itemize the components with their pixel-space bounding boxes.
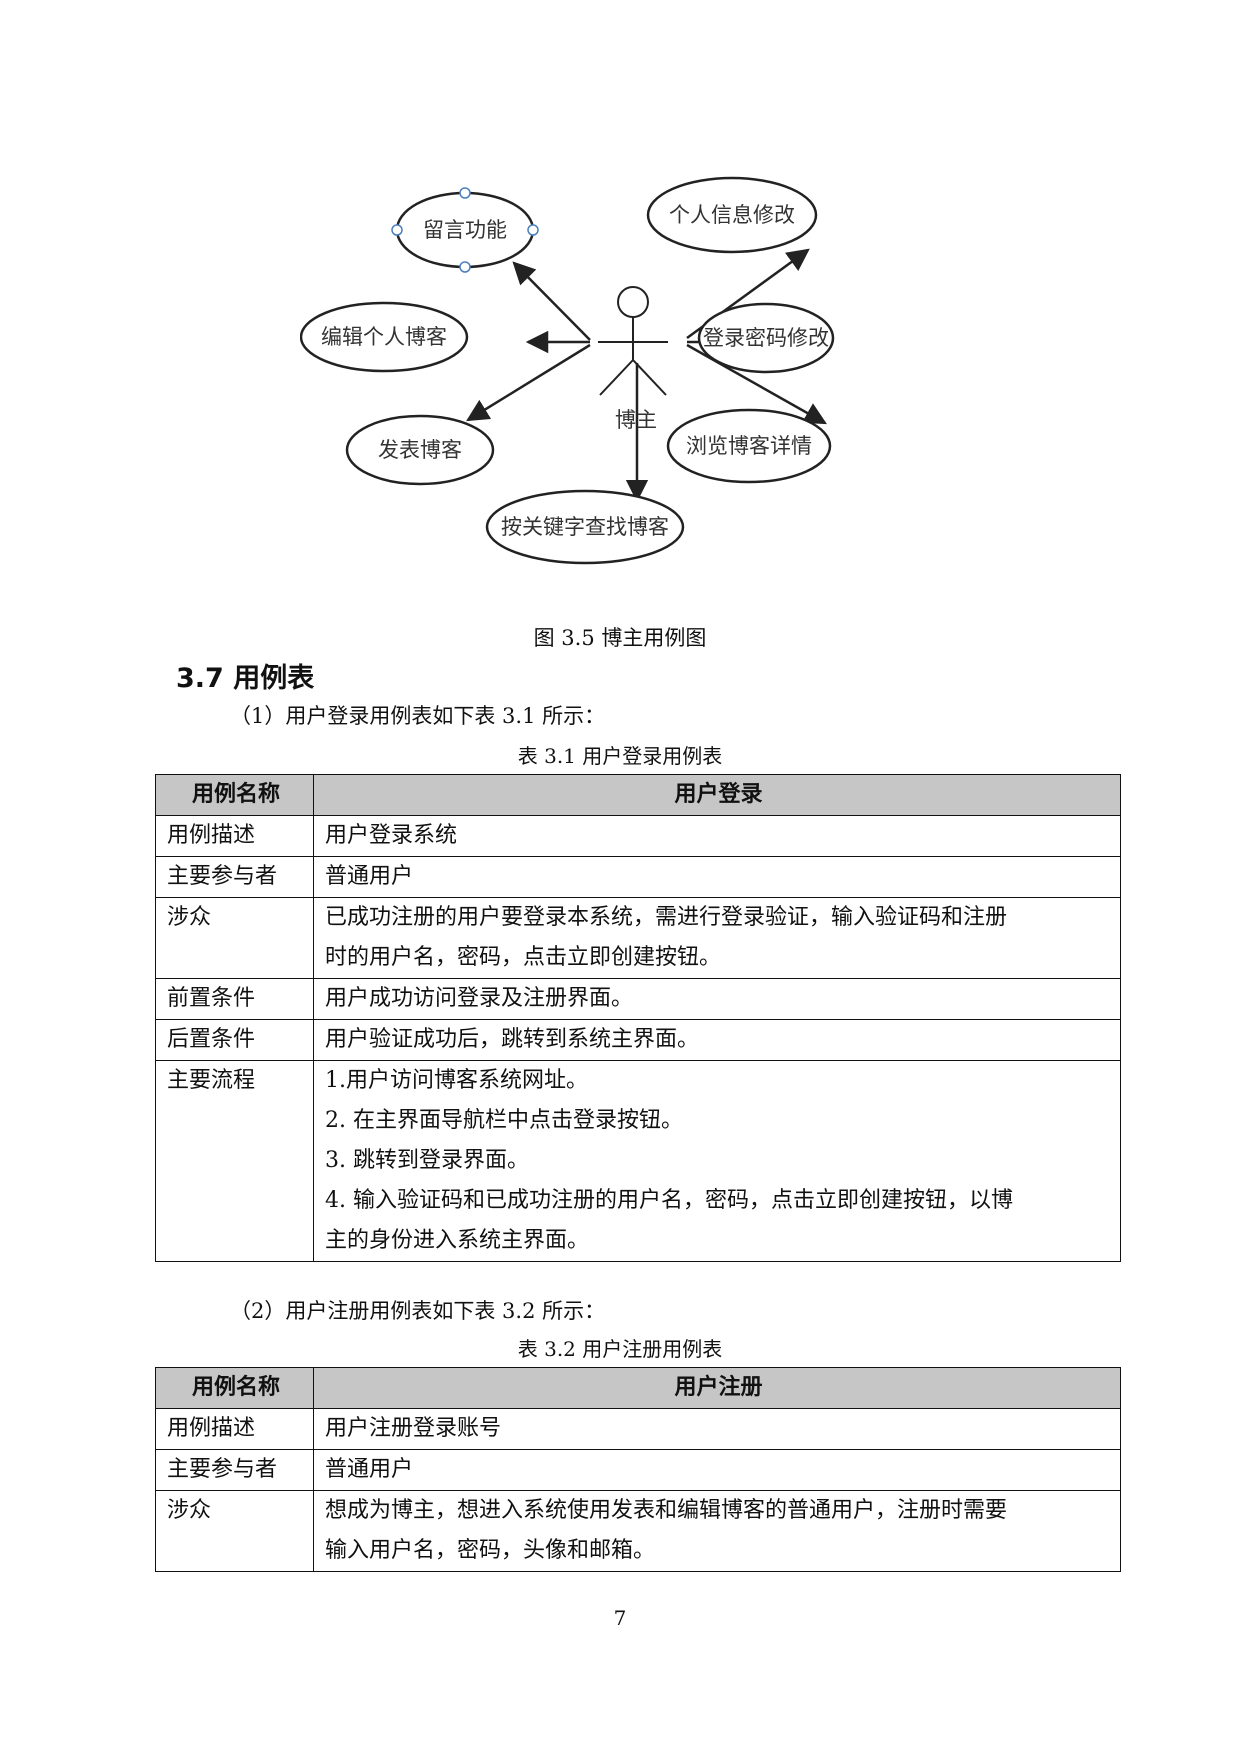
use-case-diagram: 博主 留言功能 个人信息修改 编辑个人博客 登录密码修改 发表博客 浏览博客详情… [300,176,835,565]
table-row: 涉众已成功注册的用户要登录本系统，需进行登录验证，输入验证码和注册时的用户名，密… [155,897,1121,979]
row-value-line: 2. 在主界面导航栏中点击登录按钮。 [325,1108,683,1133]
table-row: 主要参与者普通用户 [155,1449,1121,1491]
use-case-publish-blog: 发表博客 [378,438,462,462]
table-header-row: 用例名称用户登录 [155,774,1121,816]
row-label-cell: 涉众 [155,897,314,979]
row-value-cell: 普通用户 [313,1449,1121,1491]
header-cell-label: 用例名称 [155,774,314,816]
row-value-line: 已成功注册的用户要登录本系统，需进行登录验证，输入验证码和注册 [325,905,1008,930]
table-row: 前置条件用户成功访问登录及注册界面。 [155,978,1121,1020]
row-value-cell: 已成功注册的用户要登录本系统，需进行登录验证，输入验证码和注册时的用户名，密码，… [313,897,1121,979]
table-row: 用例描述用户注册登录账号 [155,1408,1121,1450]
header-cell-label: 用例名称 [155,1367,314,1409]
row-label-cell: 后置条件 [155,1019,314,1061]
table-row: 主要参与者普通用户 [155,856,1121,898]
use-case-edit-profile-ellipse [646,176,818,254]
row-label-cell: 主要流程 [155,1060,314,1262]
use-case-publish-blog-ellipse [345,414,495,486]
register-use-case-table: 用例名称用户注册用例描述用户注册登录账号主要参与者普通用户涉众想成为博主，想进入… [155,1367,1121,1572]
row-value-cell: 想成为博主，想进入系统使用发表和编辑博客的普通用户，注册时需要输入用户名，密码，… [313,1490,1121,1572]
row-value-line: 时的用户名，密码，点击立即创建按钮。 [325,945,722,970]
use-case-search-blog: 按关键字查找博客 [501,515,669,539]
row-value-line: 4. 输入验证码和已成功注册的用户名，密码，点击立即创建按钮，以博 [325,1188,1013,1213]
row-value-line: 普通用户 [325,864,414,889]
use-case-view-blog: 浏览博客详情 [686,434,812,458]
arrow-to-leave-message [512,261,591,341]
row-label-cell: 主要参与者 [155,1449,314,1491]
arrow-to-publish-blog [466,343,591,422]
row-value-cell: 普通用户 [313,856,1121,898]
intro-paragraph-2: （2）用户注册用例表如下表 3.2 所示： [230,1299,606,1323]
table-row: 后置条件用户验证成功后，跳转到系统主界面。 [155,1019,1121,1061]
use-case-edit-blog: 编辑个人博客 [321,325,447,349]
use-case-edit-profile: 个人信息修改 [669,203,795,227]
page-number: 7 [613,1606,627,1630]
table-row: 涉众想成为博主，想进入系统使用发表和编辑博客的普通用户，注册时需要输入用户名，密… [155,1490,1121,1572]
row-value-line: 用户注册登录账号 [325,1416,502,1441]
intro-paragraph-1: （1）用户登录用例表如下表 3.1 所示： [230,704,606,728]
row-value-line: 用户登录系统 [325,823,458,848]
row-value-line: 3. 跳转到登录界面。 [325,1148,529,1173]
row-value-cell: 用户成功访问登录及注册界面。 [313,978,1121,1020]
row-value-line: 用户成功访问登录及注册界面。 [325,986,634,1011]
row-value-line: 想成为博主，想进入系统使用发表和编辑博客的普通用户，注册时需要 [325,1498,1008,1523]
actor-figure [598,286,668,396]
row-label-cell: 用例描述 [155,1408,314,1450]
section-title: 3.7 用例表 [176,663,315,694]
row-value-cell: 1.用户访问博客系统网址。 2. 在主界面导航栏中点击登录按钮。 3. 跳转到登录界… [313,1060,1121,1262]
use-case-view-blog-ellipse [666,408,832,484]
table-2-caption: 表 3.2 用户注册用例表 [517,1337,723,1361]
row-value-line: 输入用户名，密码，头像和邮箱。 [325,1538,656,1563]
figure-caption: 图 3.5 博主用例图 [533,626,707,650]
table-header-row: 用例名称用户注册 [155,1367,1121,1409]
selection-handles [391,187,539,273]
header-cell-value: 用户注册 [313,1367,1121,1409]
use-case-edit-blog-ellipse [300,301,469,373]
row-value-cell: 用户验证成功后，跳转到系统主界面。 [313,1019,1121,1061]
use-case-change-password-ellipse [697,302,835,374]
use-case-change-password: 登录密码修改 [703,326,829,350]
row-label-cell: 用例描述 [155,815,314,857]
row-value-cell: 用户注册登录账号 [313,1408,1121,1450]
use-case-search-blog-ellipse [485,489,685,565]
row-value-line: 用户验证成功后，跳转到系统主界面。 [325,1027,700,1052]
table-row: 主要流程 1.用户访问博客系统网址。 2. 在主界面导航栏中点击登录按钮。 3. 跳转… [155,1060,1121,1262]
row-label-cell: 涉众 [155,1490,314,1572]
table-row: 用例描述用户登录系统 [155,815,1121,857]
row-value-line: 1.用户访问博客系统网址。 [325,1068,588,1093]
row-value-line: 普通用户 [325,1457,414,1482]
row-label-cell: 前置条件 [155,978,314,1020]
row-label-cell: 主要参与者 [155,856,314,898]
row-value-line: 主的身份进入系统主界面。 [325,1228,590,1253]
login-use-case-table: 用例名称用户登录用例描述用户登录系统主要参与者普通用户涉众已成功注册的用户要登录… [155,774,1121,1262]
header-cell-value: 用户登录 [313,774,1121,816]
use-case-leave-message: 留言功能 [423,218,507,242]
row-value-cell: 用户登录系统 [313,815,1121,857]
table-1-caption: 表 3.1 用户登录用例表 [517,744,723,768]
